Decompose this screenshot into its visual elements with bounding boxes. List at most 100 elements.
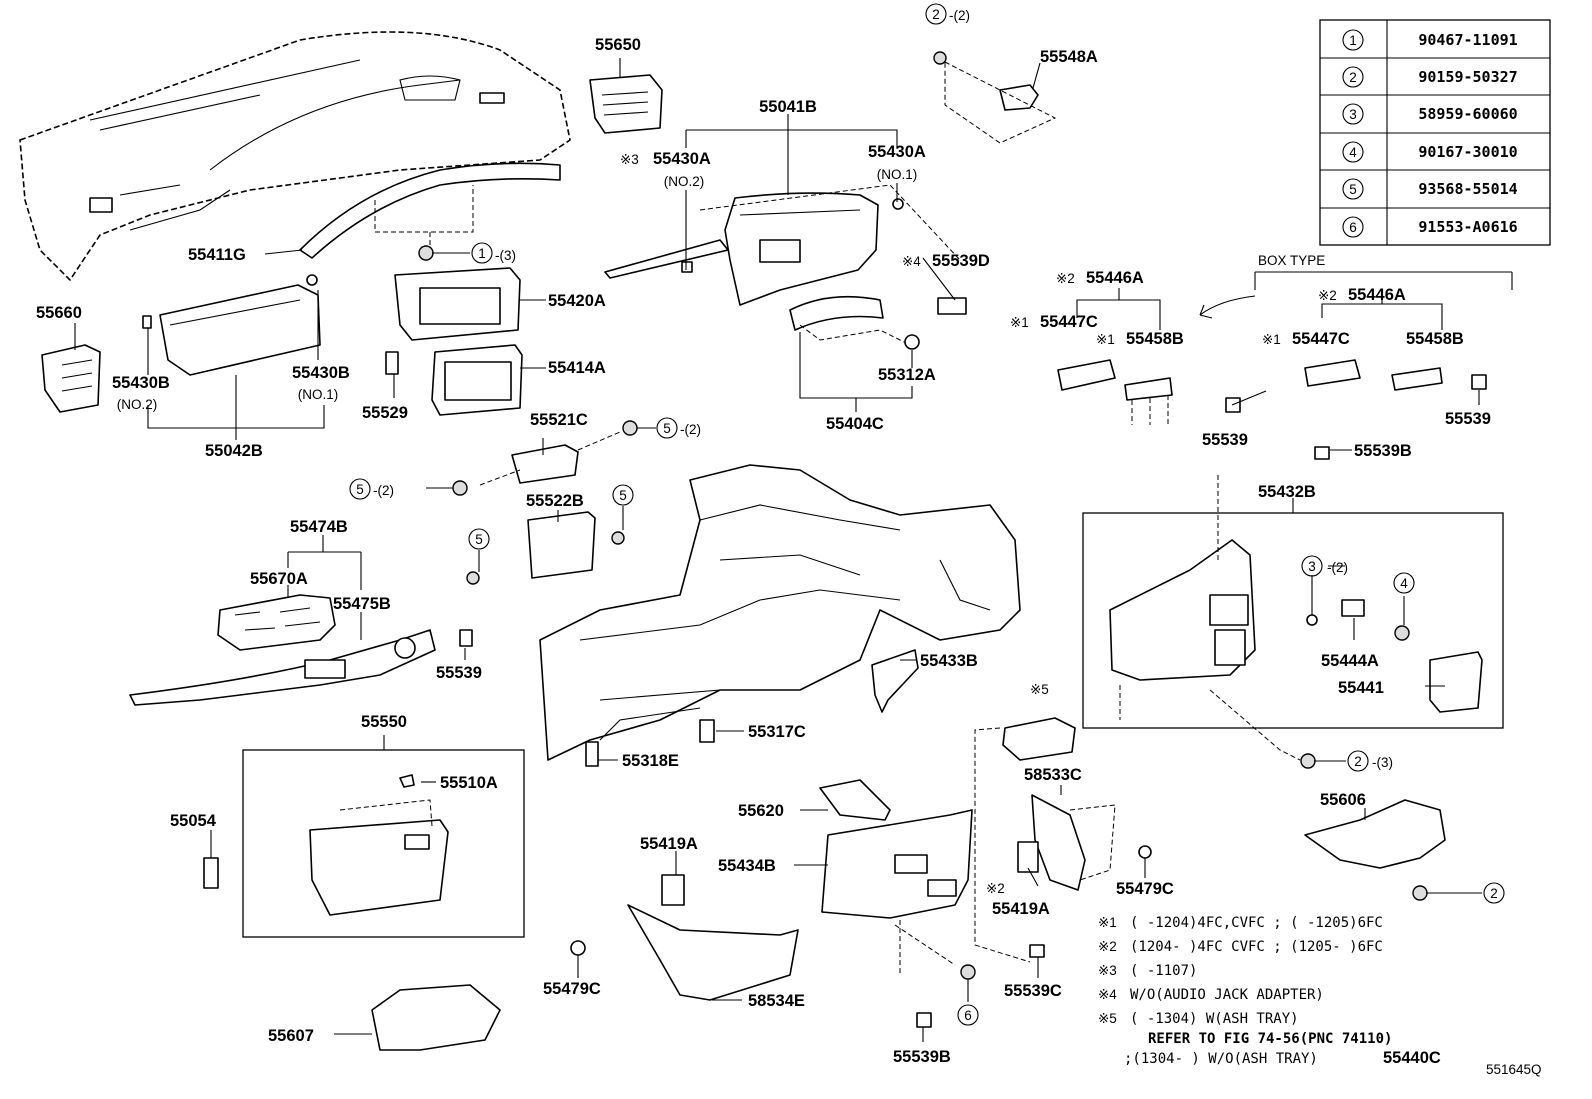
part-55404C-drawing bbox=[789, 295, 920, 350]
legend-part-number: 93568-55014 bbox=[1418, 180, 1517, 198]
label-55522B: 55522B bbox=[526, 492, 584, 510]
footnote-mark: ※3 bbox=[1098, 963, 1117, 978]
part-55446A-drawing-a bbox=[1057, 359, 1241, 425]
label-55054: 55054 bbox=[170, 812, 217, 830]
footnote-mark: ※1 bbox=[1098, 915, 1117, 930]
leader-lines bbox=[74, 58, 1513, 1042]
note-mark: ※2 bbox=[1318, 288, 1337, 303]
note-mark: ※2 bbox=[986, 881, 1005, 896]
label-55430A-no1: 55430A bbox=[868, 143, 926, 161]
callout-num: 1 bbox=[478, 246, 486, 261]
part-55539D-drawing bbox=[937, 297, 967, 315]
part-55432B-drawing bbox=[1109, 475, 1483, 761]
label-55419A: 55419A bbox=[640, 835, 698, 853]
part-55539B-top-drawing bbox=[1314, 446, 1330, 460]
label-55430A-no2: 55430A bbox=[653, 150, 711, 168]
label-55606: 55606 bbox=[1320, 791, 1366, 809]
part-55042B-drawing bbox=[142, 274, 321, 376]
callout-num: 4 bbox=[1400, 576, 1408, 591]
label-55607: 55607 bbox=[268, 1027, 314, 1045]
legend-part-number: 91553-A0616 bbox=[1418, 218, 1517, 236]
legend-part-number: 90467-11091 bbox=[1418, 31, 1517, 49]
note-mark: ※5 bbox=[1030, 682, 1049, 697]
label-55447C: 55447C bbox=[1292, 330, 1350, 348]
label-55650: 55650 bbox=[595, 36, 641, 54]
part-55539C-drawing bbox=[1029, 944, 1045, 958]
part-55650-drawing bbox=[589, 74, 663, 134]
part-55529-drawing bbox=[385, 351, 399, 375]
callout-circle-1 bbox=[471, 242, 493, 264]
label-55539C: 55539C bbox=[1004, 982, 1062, 1000]
label-55318E: 55318E bbox=[622, 752, 679, 770]
label-no2: (NO.2) bbox=[664, 174, 705, 189]
callout-circles bbox=[349, 3, 1505, 1026]
callout-circle-3 bbox=[1301, 555, 1323, 577]
label-no2: (NO.2) bbox=[117, 397, 158, 412]
footnotes: ※1 ( -1204)4FC,CVFC ; ( -1205)6FC ※2 (12… bbox=[1098, 915, 1441, 1067]
legend-row: 5 93568-55014 bbox=[1342, 178, 1518, 200]
label-55660: 55660 bbox=[36, 304, 82, 322]
footnote-text: ( -1204)4FC,CVFC ; ( -1205)6FC bbox=[1130, 915, 1383, 931]
callout-num: 5 bbox=[619, 488, 627, 503]
note-mark: ※3 bbox=[620, 152, 639, 167]
legend-num: 6 bbox=[1349, 220, 1357, 235]
callout-circle-5 bbox=[612, 484, 634, 506]
part-55479C-drawing bbox=[570, 940, 586, 956]
legend-num: 1 bbox=[1349, 33, 1357, 48]
label-55479C: 55479C bbox=[1116, 880, 1174, 898]
legend-part-number: 58959-60060 bbox=[1418, 105, 1517, 123]
part-fastener-1-drawing bbox=[418, 245, 434, 261]
part-55317C-drawing bbox=[699, 719, 715, 743]
part-55660-drawing bbox=[41, 344, 101, 413]
part-55414A-drawing bbox=[431, 344, 523, 416]
label-55430B-no2: 55430B bbox=[112, 374, 170, 392]
label-55550: 55550 bbox=[361, 713, 407, 731]
callout-num: 2 bbox=[1354, 754, 1362, 769]
callout-num: 2 bbox=[932, 7, 940, 22]
legend-part-number: 90167-30010 bbox=[1418, 143, 1517, 161]
diagram-id: 551645Q bbox=[1486, 1062, 1542, 1077]
part-55420A-drawing bbox=[394, 267, 521, 341]
label-55444A: 55444A bbox=[1321, 652, 1379, 670]
callout-circle-4 bbox=[1393, 572, 1415, 594]
label-55539: 55539 bbox=[1202, 431, 1248, 449]
callout-circle-6 bbox=[957, 1004, 979, 1026]
callout-qty: -(2) bbox=[373, 483, 394, 498]
callout-circle-5 bbox=[656, 417, 678, 439]
label-55432B: 55432B bbox=[1258, 483, 1316, 501]
footnote-text: ;(1304- ) W/O(ASH TRAY) bbox=[1124, 1051, 1318, 1067]
label-55670A: 55670A bbox=[250, 570, 308, 588]
footnote-text: (1204- )4FC CVFC ; (1205- )6FC bbox=[1130, 939, 1383, 955]
panel-reinforcement-drawing bbox=[539, 464, 1021, 761]
note-mark: ※2 bbox=[1056, 271, 1075, 286]
legend-table: 1 90467-11091 2 90159-50327 3 58959-6006… bbox=[1319, 19, 1551, 246]
label-55317C: 55317C bbox=[748, 723, 806, 741]
label-55434B: 55434B bbox=[718, 857, 776, 875]
legend-num: 4 bbox=[1349, 145, 1357, 160]
footnote-text: ( -1304) W(ASH TRAY) bbox=[1130, 1011, 1299, 1027]
part-55434B-drawing bbox=[819, 779, 976, 980]
legend-row: 6 91553-A0616 bbox=[1342, 216, 1518, 238]
part-fastener-2-bot-drawing bbox=[1412, 885, 1428, 901]
callout-circle-5 bbox=[468, 528, 490, 550]
callout-circle-5 bbox=[349, 478, 371, 500]
part-55474B-drawing bbox=[129, 594, 473, 706]
part-labels: 55650 55548A 2 -(2) 55041B ※3 55430A (NO… bbox=[36, 7, 1542, 1077]
label-55414A: 55414A bbox=[548, 359, 606, 377]
label-55440C: 55440C bbox=[1383, 1049, 1441, 1067]
ashtray-leader-line bbox=[974, 727, 1031, 963]
callout-num: 5 bbox=[356, 482, 364, 497]
footnote-text: ( -1107) bbox=[1130, 963, 1197, 979]
legend-row: 1 90467-11091 bbox=[1342, 29, 1518, 51]
part-55419A-drawing bbox=[661, 874, 685, 906]
label-55411G: 55411G bbox=[188, 246, 246, 264]
label-box-type: BOX TYPE bbox=[1258, 253, 1325, 268]
callout-num: 5 bbox=[475, 532, 483, 547]
note-mark: ※4 bbox=[902, 254, 921, 269]
part-55433B-drawing bbox=[871, 649, 919, 713]
label-55479C: 55479C bbox=[543, 980, 601, 998]
label-55521C: 55521C bbox=[530, 411, 588, 429]
callout-qty: -(2) bbox=[680, 422, 701, 437]
label-58533C: 58533C bbox=[1024, 766, 1082, 784]
